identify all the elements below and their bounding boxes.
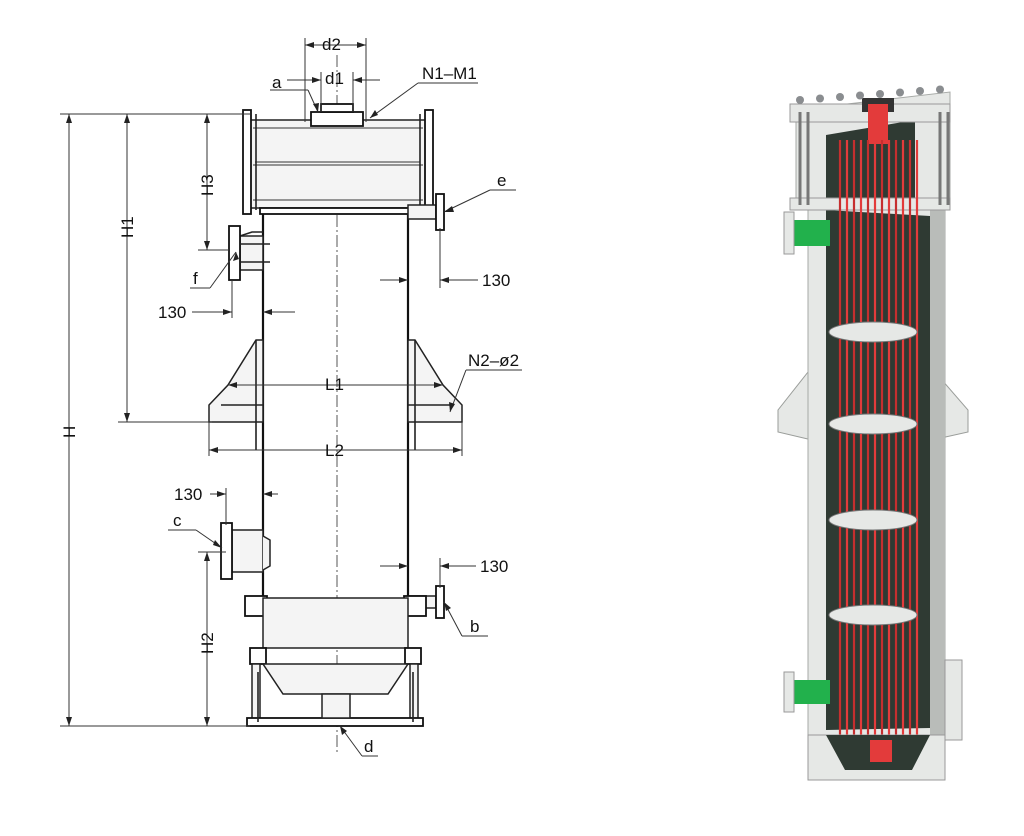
bolt: [816, 94, 824, 103]
nozzle-lower-right: [944, 659, 963, 741]
flange-lower-left: [783, 671, 795, 713]
shell: [261, 214, 410, 596]
nozzle-upper-green: [790, 220, 830, 246]
tube-bundle: [838, 140, 919, 740]
label-e: e: [497, 171, 506, 190]
label-d2: d2: [322, 35, 341, 54]
support-lugs: [208, 339, 463, 450]
top-channel: [242, 103, 434, 215]
bolt: [856, 91, 864, 100]
label-d1: d1: [325, 69, 344, 88]
bolt: [836, 93, 844, 101]
inner-cavity: [826, 210, 930, 730]
bolt: [916, 87, 924, 95]
label-b: b: [470, 617, 479, 636]
bottom-channel: [244, 595, 427, 727]
label-130-c: 130: [174, 485, 202, 504]
technical-drawing: d2 d1 a N1–M1 H H1 H3 e f 130 130 N2–ø2 …: [60, 35, 522, 757]
flange-upper-left: [783, 211, 795, 255]
label-130-f: 130: [158, 303, 186, 322]
label-d: d: [364, 737, 373, 756]
label-h1: H1: [118, 216, 137, 238]
bolt: [876, 90, 884, 98]
baffles: [828, 321, 918, 626]
head-flange: [789, 197, 951, 211]
top-head-cavity: [826, 120, 915, 205]
label-h3: H3: [198, 174, 217, 196]
dimension-labels: d2 d1 a N1–M1 H H1 H3 e f 130 130 N2–ø2 …: [60, 35, 519, 756]
bolt: [936, 85, 944, 94]
label-a: a: [272, 73, 282, 92]
label-c: c: [173, 511, 182, 530]
label-130-b: 130: [480, 557, 508, 576]
label-l1: L1: [325, 375, 344, 394]
label-n2-phi2: N2–ø2: [468, 351, 519, 370]
bolt: [896, 88, 904, 97]
support-lug-left: [777, 371, 813, 441]
bolts: [796, 85, 944, 104]
label-l2: L2: [325, 441, 344, 460]
bottom-nozzle-red: [870, 740, 892, 762]
label-h2: H2: [198, 632, 217, 654]
cutaway-render: [777, 85, 969, 781]
tie-rods: [798, 112, 950, 205]
label-h: H: [60, 426, 79, 438]
bolt: [796, 96, 804, 104]
dimension-lines: [60, 38, 522, 757]
label-f: f: [193, 269, 198, 288]
shell-shade: [930, 205, 945, 735]
label-n1-m1: N1–M1: [422, 64, 477, 83]
top-nozzle-red: [868, 104, 888, 144]
label-130-e: 130: [482, 271, 510, 290]
nozzle-lower-green: [790, 680, 830, 704]
nozzle-f: [228, 225, 270, 281]
nozzle-c: [220, 522, 271, 580]
